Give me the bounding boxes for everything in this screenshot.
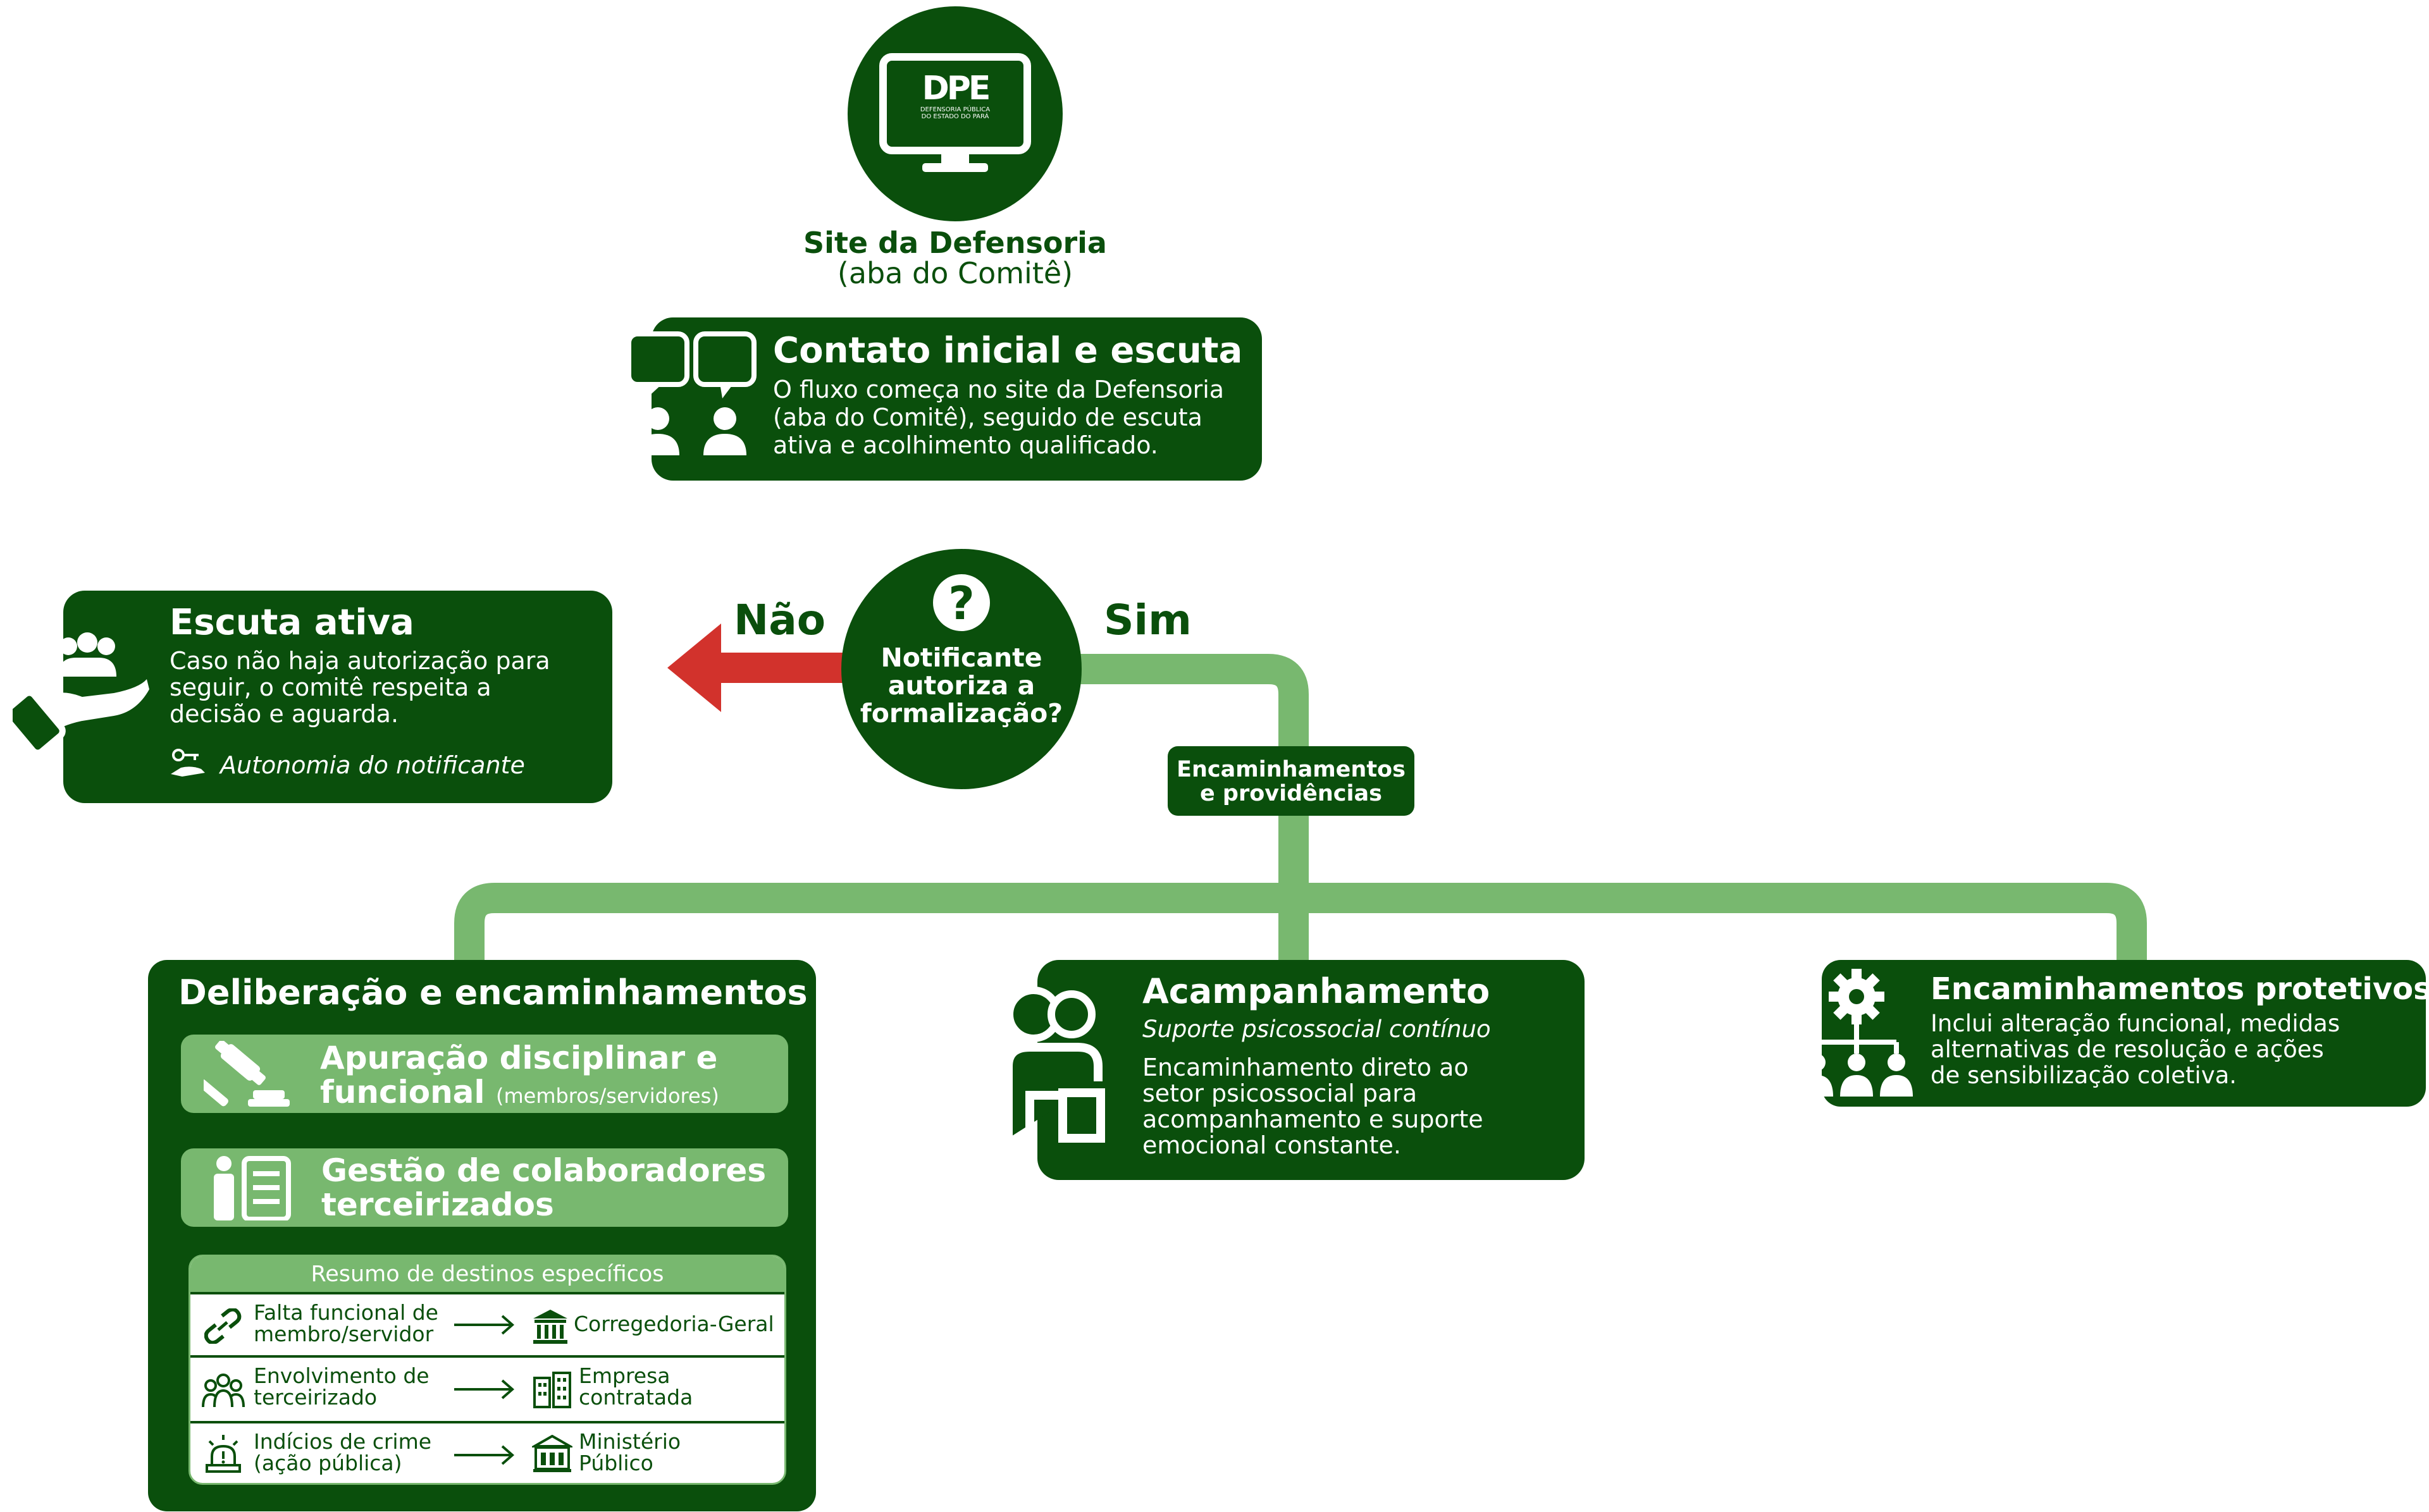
alarm-siren-icon	[206, 1435, 241, 1473]
gear-network-icon	[1800, 969, 1913, 1097]
apuracao-note: (membros/servidores)	[495, 1084, 719, 1108]
site-label: Site da Defensoria (aba do Comitê)	[759, 228, 1151, 288]
person-document-icon	[214, 1156, 291, 1220]
sim-connector	[1075, 654, 1309, 974]
deliberacao-title: Deliberação e encaminhamentos	[178, 973, 808, 1012]
arrow-right-icon	[454, 1315, 515, 1335]
gavel-icon	[204, 1041, 290, 1107]
courthouse-icon	[533, 1310, 567, 1344]
key-hand-icon	[171, 749, 205, 777]
escuta-title: Escuta ativa	[170, 602, 414, 643]
question-icon: ?	[933, 574, 990, 631]
apuracao-box: Apuração disciplinar e funcional (membro…	[181, 1035, 788, 1113]
yes-label: Sim	[1104, 596, 1192, 644]
acompanhamento-subtitle: Suporte psicossocial contínuo	[1142, 1016, 1491, 1043]
summary-dest: Corregedoria-Geral	[574, 1312, 774, 1336]
summary-desc: Indícios de crime(ação pública)	[254, 1429, 432, 1475]
svg-text:?: ?	[948, 577, 975, 630]
acompanhamento-box: Acampanhamento Suporte psicossocial cont…	[1037, 960, 1585, 1180]
protetivos-box: Encaminhamentos protetivos Inclui altera…	[1822, 960, 2429, 1107]
logo-text: DPE	[922, 70, 991, 108]
summary-row: Indícios de crime(ação pública) Ministér…	[190, 1421, 784, 1483]
arrow-right-icon	[454, 1445, 515, 1465]
no-label: Não	[734, 596, 826, 644]
contato-title: Contato inicial e escuta	[773, 330, 1243, 371]
hand-people-icon	[13, 632, 149, 753]
arrow-right-icon	[454, 1379, 515, 1399]
site-circle: DPE DEFENSORIA PÚBLICA DO ESTADO DO PARÁ	[848, 6, 1063, 221]
broken-link-icon	[204, 1308, 242, 1344]
support-person-icon	[1004, 986, 1105, 1143]
summary-header: Resumo de destinos específicos	[190, 1257, 784, 1292]
apuracao-title: Apuração disciplinar e funcional (membro…	[320, 1040, 719, 1110]
summary-table: Resumo de destinos específicos Falta fun…	[189, 1255, 786, 1485]
protetivos-title: Encaminhamentos protetivos	[1931, 971, 2429, 1007]
contato-text: O fluxo começa no site da Defensoria(aba…	[773, 376, 1225, 459]
escuta-box: Escuta ativa Caso não haja autorização p…	[63, 591, 612, 803]
escuta-footnote: Autonomia do notificante	[220, 751, 525, 779]
people-group-icon	[202, 1374, 245, 1408]
building-icon	[533, 1372, 571, 1408]
speech-bubbles-icon	[626, 331, 757, 455]
site-title: Site da Defensoria	[803, 226, 1107, 260]
logo-subtext: DEFENSORIA PÚBLICA DO ESTADO DO PARÁ	[920, 106, 991, 120]
ministry-building-icon	[532, 1435, 572, 1472]
acompanhamento-title: Acampanhamento	[1142, 971, 1490, 1011]
nao-arrow	[667, 624, 855, 712]
decision-circle: ?	[841, 549, 1082, 789]
site-subtitle: (aba do Comitê)	[837, 256, 1073, 290]
monitor-icon	[879, 53, 1031, 172]
